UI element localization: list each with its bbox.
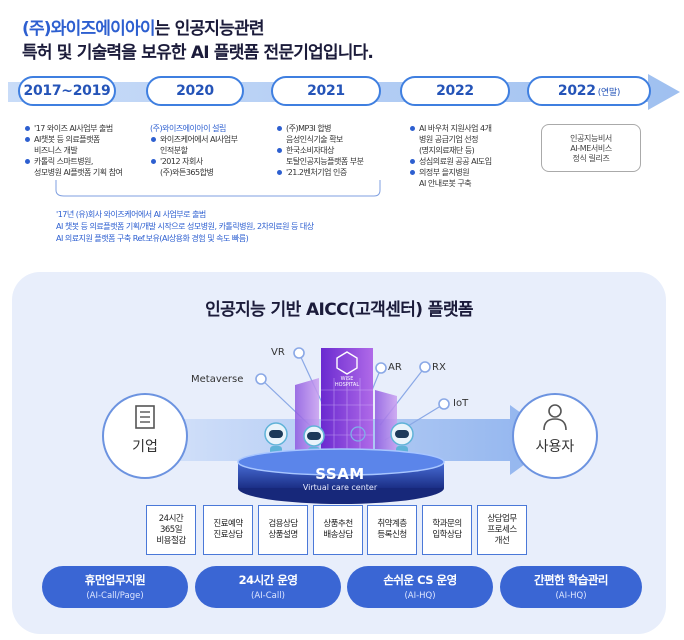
node-rx: RX (432, 362, 446, 373)
platform-title: 인공지능 기반 AICC(고객센터) 플랫폼 (205, 300, 473, 320)
pill-title: 24시간 운영 (238, 573, 298, 587)
pill-subtitle: (AI-Call/Page) (86, 591, 144, 601)
header-line-2: 특허 및 기술력을 보유한 AI 플랫폼 전문기업입니다. (22, 38, 374, 63)
list-item: 한국소비자대상 토탈인공지능플랫폼 부분 (276, 145, 364, 167)
feature-box: 상품추천 배송상담 (313, 505, 363, 555)
annotation-line-1: '17년 (유)회사 와이즈케어에서 AI 사업부로 출범 (56, 210, 206, 219)
header-line-2-a: 특허 및 기술력을 보유한 (22, 43, 187, 63)
header-line-1: (주)와이즈에이아이는 인공지능관련 (22, 14, 264, 39)
year-label: 2022 (557, 83, 596, 99)
user-icon (543, 404, 567, 431)
list-item-text: 의정부 을지병원 AI 안내로봇 구축 (419, 168, 472, 188)
pill-learning: 간편한 학습관리 (AI-HQ) (500, 566, 642, 608)
timeline-list-2022: AI 바우처 지원사업 4개 병원 공급기업 선정 (명지의료재단 등) 성심의… (409, 123, 492, 189)
timeline-year-2017-2019: 2017~2019 (18, 76, 116, 106)
bubble-line: 인공지능비서 (570, 134, 612, 143)
timeline-list-2017: '17 와이즈 AI사업부 출범 AI챗봇 등 의료플랫폼 비즈니스 개발 카톨… (24, 123, 123, 178)
pill-24h: 24시간 운영 (AI-Call) (195, 566, 341, 608)
release-bubble: 인공지능비서 AI-ME서비스 정식 릴리즈 (541, 124, 641, 172)
list-item-text: AI챗봇 등 의료플랫폼 비즈니스 개발 (34, 135, 100, 155)
ssam-title: SSAM (315, 465, 365, 483)
feature-box: 취약계층 등록신청 (367, 505, 417, 555)
feature-box: 학과문의 입학상담 (422, 505, 472, 555)
pill-title: 휴먼업무지원 (84, 573, 146, 587)
bubble-line: AI-ME서비스 (570, 144, 612, 153)
year-label: 2017~2019 (23, 83, 111, 99)
pill-human-support: 휴먼업무지원 (AI-Call/Page) (42, 566, 188, 608)
node-iot: IoT (453, 398, 469, 409)
timeline-year-2022: 2022 (400, 76, 510, 106)
user-label: 사용자 (535, 439, 575, 455)
list-item-highlight: (주)와이즈에이아이 설립 (150, 124, 226, 133)
feature-box: 상담업무 프로세스 개선 (477, 505, 527, 555)
list-item-text: (주)MP3I 합병 음성인식기술 확보 (286, 124, 343, 144)
annotation-bracket (55, 180, 381, 197)
ssam-platform-disc (237, 448, 445, 504)
list-item: '17 와이즈 AI사업부 출범 (24, 123, 122, 134)
pill-subtitle: (AI-Call) (251, 591, 285, 601)
feature-box: 진료예약 진료상담 (203, 505, 253, 555)
timeline-list-2020: (주)와이즈에이아이 설립 와이즈케어에서 AI사업부 인적분할 '2012 자… (150, 123, 238, 178)
list-item: 의정부 을지병원 AI 안내로봇 구축 (409, 167, 492, 189)
node-vr: VR (271, 347, 285, 358)
annotation-line-2: AI 챗봇 등 의료플랫폼 기획/개발 시작으로 성모병원, 카톨릭병원, 2차… (56, 222, 314, 231)
list-item: 카톨릭 스마트병원, 성모병원 AI플랫폼 기획 참여 (24, 156, 123, 178)
list-item: 와이즈케어에서 AI사업부 인적분할 (150, 134, 238, 156)
svg-text:HOSPITAL: HOSPITAL (335, 382, 359, 388)
building-icon (135, 405, 155, 429)
pill-title: 손쉬운 CS 운영 (383, 573, 457, 587)
company-label: 기업 (132, 439, 158, 455)
list-item: 성심의료원 공공 AI도입 (409, 156, 492, 167)
list-item: AI 바우처 지원사업 4개 병원 공급기업 선정 (명지의료재단 등) (409, 123, 492, 156)
header-line-1-rest: 는 인공지능관련 (154, 19, 265, 39)
year-label: 2020 (176, 83, 214, 99)
node-ar: AR (388, 362, 402, 373)
list-item-text: 한국소비자대상 토탈인공지능플랫폼 부분 (286, 146, 364, 166)
pill-cs: 손쉬운 CS 운영 (AI-HQ) (347, 566, 493, 608)
pill-subtitle: (AI-HQ) (404, 591, 436, 601)
node-metaverse: Metaverse (191, 374, 244, 385)
list-item: (주)MP3I 합병 음성인식기술 확보 (276, 123, 364, 145)
bubble-line: 정식 릴리즈 (572, 154, 610, 163)
list-item-text: 와이즈케어에서 AI사업부 인적분할 (160, 135, 238, 155)
year-label: 2021 (307, 83, 345, 99)
company-name: (주)와이즈에이아이 (22, 19, 155, 39)
svg-text:WISE: WISE (341, 376, 354, 382)
list-item: '21.2벤처기업 인증 (276, 167, 364, 178)
list-item: '2012 자회사 (주)와튼365합병 (150, 156, 237, 178)
timeline-list-2021: (주)MP3I 합병 음성인식기술 확보 한국소비자대상 토탈인공지능플랫폼 부… (276, 123, 364, 178)
pill-subtitle: (AI-HQ) (555, 591, 587, 601)
feature-box: 검용상담 상품설명 (258, 505, 308, 555)
list-item: AI챗봇 등 의료플랫폼 비즈니스 개발 (24, 134, 122, 156)
year-label: 2022 (436, 83, 474, 99)
year-suffix: (연말) (597, 87, 621, 98)
timeline-year-2022-end: 2022(연말) (527, 76, 651, 106)
annotation-line-3: AI 의료지원 플랫폼 구축 Ref.보유(AI상용화 경험 및 속도 빠름) (56, 234, 249, 243)
feature-box: 24시간 365일 비용절감 (146, 505, 196, 555)
timeline-year-2021: 2021 (271, 76, 381, 106)
user-circle (512, 393, 598, 479)
list-item-text: AI 바우처 지원사업 4개 병원 공급기업 선정 (명지의료재단 등) (419, 124, 492, 155)
timeline-year-2020: 2020 (146, 76, 244, 106)
list-item-text: 카톨릭 스마트병원, 성모병원 AI플랫폼 기획 참여 (34, 157, 123, 177)
ssam-subtitle: Virtual care center (302, 483, 378, 492)
pill-title: 간편한 학습관리 (533, 573, 609, 587)
company-circle (102, 393, 188, 479)
header-line-2-b: AI 플랫폼 전문기업입니다. (190, 43, 374, 63)
list-item-text: '2012 자회사 (주)와튼365합병 (160, 157, 214, 177)
